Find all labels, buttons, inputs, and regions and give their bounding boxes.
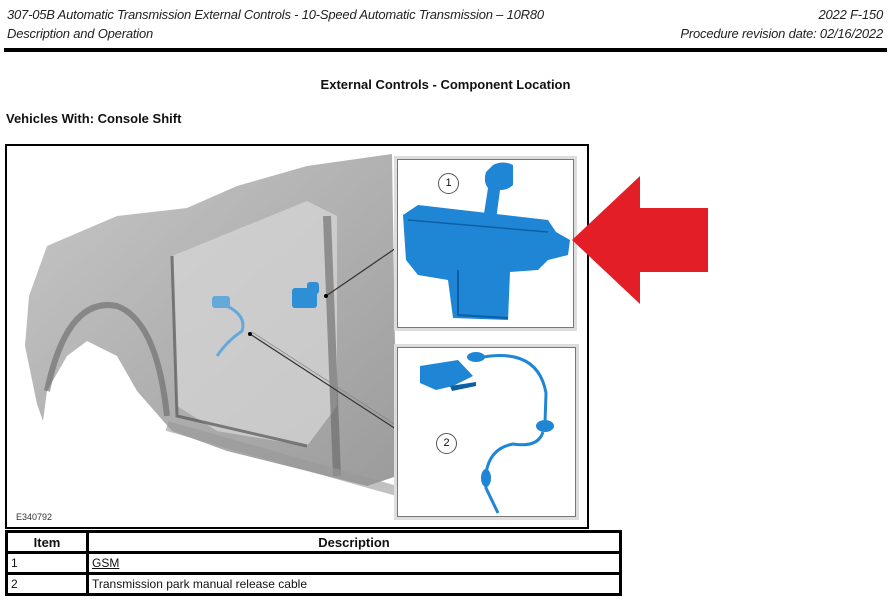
item-description: Transmission park manual release cable bbox=[86, 572, 622, 596]
release-cable-icon bbox=[420, 352, 554, 514]
figure-code: E340792 bbox=[16, 512, 53, 522]
page-title: External Controls - Component Location bbox=[0, 77, 891, 92]
gsm-highlight bbox=[292, 282, 319, 308]
red-arrow-icon bbox=[572, 176, 708, 304]
page-title-text: External Controls - Component Location bbox=[320, 77, 571, 92]
header-item: Item bbox=[5, 530, 89, 554]
item-number: 2 bbox=[5, 572, 89, 596]
gsm-link[interactable]: GSM bbox=[92, 556, 120, 570]
doc-section: Description and Operation bbox=[7, 26, 154, 41]
component-table: Item Description 1 GSM 2 Transmission pa… bbox=[5, 530, 622, 596]
vehicle-subtitle: Vehicles With: Console Shift bbox=[6, 111, 182, 126]
cable-highlight bbox=[212, 296, 245, 357]
callout-1: 1 bbox=[438, 173, 459, 194]
inset-cable: 2 bbox=[397, 347, 576, 517]
item-description: GSM bbox=[86, 551, 622, 575]
gear-shift-module-icon bbox=[403, 162, 570, 320]
inset-gsm: 1 bbox=[397, 159, 574, 328]
table-row: 2 Transmission park manual release cable bbox=[5, 572, 622, 596]
document-header: 307-05B Automatic Transmission External … bbox=[0, 0, 891, 52]
revision-date: Procedure revision date: 02/16/2022 bbox=[680, 26, 883, 41]
table-header-row: Item Description bbox=[5, 530, 622, 554]
table-row: 1 GSM bbox=[5, 551, 622, 575]
header-divider bbox=[4, 48, 887, 52]
item-number: 1 bbox=[5, 551, 89, 575]
vehicle-model: 2022 F-150 bbox=[818, 7, 884, 22]
doc-title: 307-05B Automatic Transmission External … bbox=[7, 7, 544, 22]
header-description: Description bbox=[86, 530, 622, 554]
vehicle-cutaway-illustration bbox=[25, 154, 400, 496]
callout-2: 2 bbox=[436, 433, 457, 454]
component-illustration: 1 2 E340792 bbox=[5, 144, 589, 529]
